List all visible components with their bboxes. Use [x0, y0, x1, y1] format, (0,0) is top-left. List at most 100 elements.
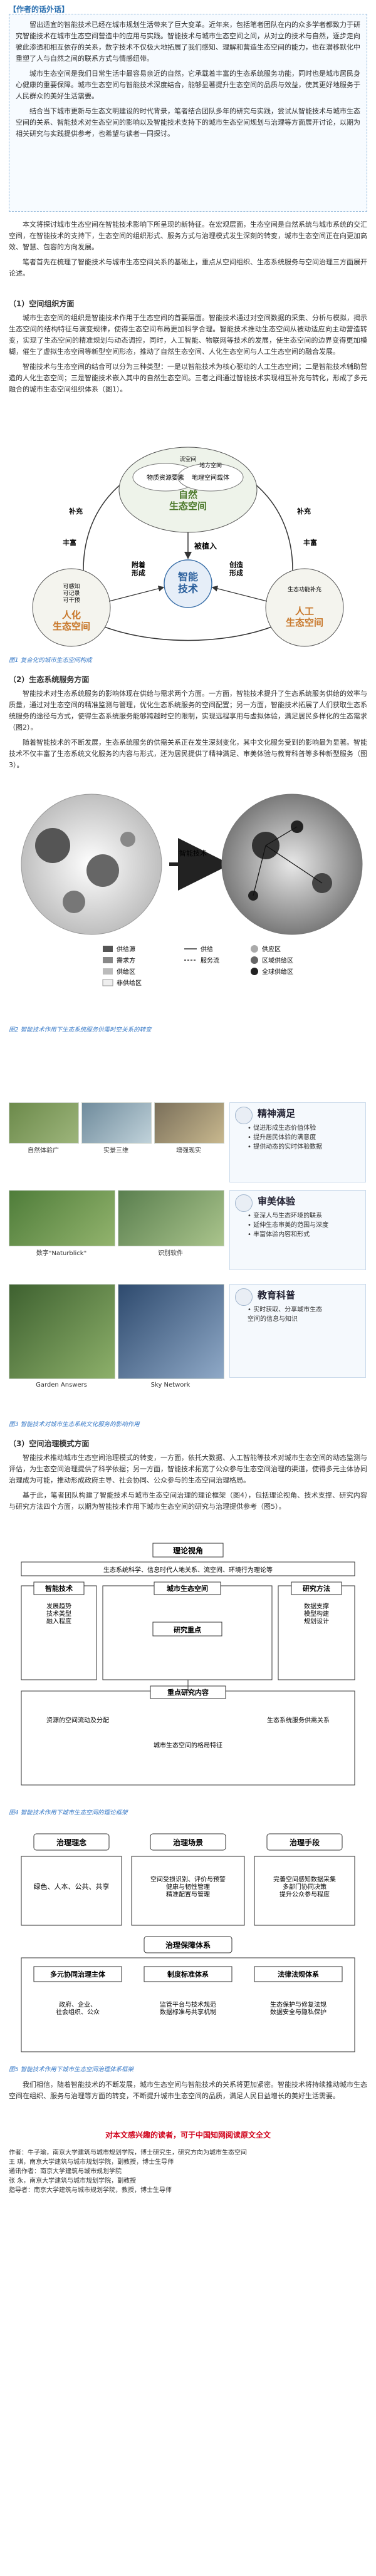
fig5-row-title: 治理理念 [56, 1838, 86, 1847]
author-block: 作者：牛子瑜，南京大学建筑与城市规划学院，博士研究生，研究方向为城市生态空间 王… [9, 2148, 367, 2195]
fig4-row1: 生态系统科学、信息时代人地关系、流空间、环境行为理论等 [103, 1566, 273, 1574]
section-1: （1）空间组织方面 城市生态空间的组织是智能技术作用于生态空间的首要层面。智能技… [9, 294, 367, 399]
figure-3-caption: 图3 智能技术对城市生态系统文化服务的影响作用 [9, 1421, 140, 1428]
fig5-row1-item: 空间受损识别、评价与预警健康与韧性管理精准配置与管理 [150, 1875, 226, 1898]
intro-paragraph: 留出适宜的智能技术已经在城市规划生活带来了巨大变革。近年来，包括笔者团队在内的众… [16, 21, 360, 63]
geo-space-node [177, 463, 244, 492]
section-2: （2）生态系统服务方面 智能技术对生态系统服务的影响体现在供给与需求两个方面。一… [9, 670, 367, 775]
body-paragraph: 本文将探讨城市生态空间在智能技术影响下所呈现的新特征。在宏观层面，生态空间是自然… [9, 220, 367, 251]
figure-2-diagram: 智能技术 供给源 需求方 供给区 非供给区 供给 [21, 794, 363, 987]
fig1-m1: 附着形成 [132, 560, 145, 577]
intro-heading: 【作者的话外话】 [9, 5, 70, 14]
legend-label: 需求方 [117, 956, 135, 965]
photo-identify [118, 1190, 224, 1246]
figure-5-diagram: 治理理念 治理场景 治理手段 绿色、人本、公共、共享 空间受损识别、评价与预警健… [21, 1833, 355, 2052]
author-line: 王 琪，南京大学建筑与城市规划学院，副教授，博士生导师 [9, 2159, 174, 2166]
photo-sky [118, 1284, 224, 1379]
legend-label: 全球供给区 [262, 968, 293, 976]
fig4-bottom-title: 重点研究内容 [167, 1688, 209, 1697]
photo-nature [9, 1102, 79, 1144]
area-left-2 [120, 832, 135, 847]
fig5-row1-item: 完善空间感知数据采集多部门协同决策提升公众参与程度 [273, 1875, 336, 1898]
section-paragraph: 随着智能技术的不断发展，生态系统服务的供需关系正在发生深刻变化，其中文化服务受到… [9, 738, 367, 769]
panel-body: • 变深人与生态环境的联系 • 延伸生态审美的范围与深度 • 丰富体验内容和形式 [248, 1213, 329, 1238]
fig1-right-sub: 生态功能补充 [288, 586, 321, 593]
section-paragraph: 智能技术对生态系统服务的影响体现在供给与需求两个方面。一方面，智能技术提升了生态… [9, 690, 367, 732]
legend-label: 供应区 [262, 945, 281, 953]
fig1-nature-label: 自然生态空间 [169, 489, 207, 512]
fig1-right-big: 人工生态空间 [286, 606, 323, 628]
section-heading: （3）空间治理模式方面 [9, 1439, 90, 1448]
legend-label: 供给源 [117, 945, 135, 953]
fig1-top-sub: 地方空间 [199, 462, 222, 469]
figure-4-caption: 图4 智能技术作用下城市生态空间的理论框架 [9, 1809, 128, 1816]
read-full-note: 对本文感兴趣的读者，可于中国知网阅读原文全文 [105, 2131, 271, 2139]
fig5-row1-item: 绿色、人本、公共、共享 [34, 1882, 110, 1891]
figure-1: 物质资源要素 地理空间载体 地方空间 流空间 自然生态空间 被植入 智能技术 可… [9, 438, 367, 651]
fig2-tech-label: 智能技术 [179, 849, 207, 857]
body-paragraph: 笔者首先在梳理了智能技术与城市生态空间关系的基础上，重点从空间组织、生态系统服务… [9, 258, 367, 277]
intro-paragraph: 结合当下城市更新与生态文明建设的时代背景，笔者结合团队多年的研究与实践，尝试从智… [16, 107, 360, 138]
section-paragraph: 城市生态空间的组织是智能技术作用于生态空间的首要层面。智能技术通过对空间数据的采… [9, 314, 367, 356]
photo-garden [9, 1284, 115, 1379]
panel-icon [235, 1194, 253, 1212]
fig1-r2: 丰富 [303, 538, 317, 547]
panel-body: • 促进形成生态价值体验 • 提升居民体验的满意度 • 提供动态的实时体验数据 [248, 1125, 323, 1151]
humanized-space-circle [32, 568, 111, 647]
author-line: 通讯作者：南京大学建筑与城市规划学院 [9, 2168, 122, 2175]
section-paragraph: 基于此，笔者团队构建了智能技术与城市生态空间治理的理论框架（图4），包括理论视角… [9, 1491, 367, 1511]
fig5-row2-title: 多元协同治理主体 [50, 1970, 106, 1979]
figure-4: 理论视角 生态系统科学、信息时代人地关系、流空间、环境行为理论等 智能技术 发展… [9, 1541, 367, 1804]
figure-2: 智能技术 供给源 需求方 供给区 非供给区 供给 [9, 789, 367, 1021]
section-paragraph: 智能技术与生态空间的结合可以分为三种类型：一是以智能技术为核心驱动的人工生态空间… [9, 363, 367, 393]
panel-aesthetic: 审美体验 • 变深人与生态环境的联系 • 延伸生态审美的范围与深度 • 丰富体验… [229, 1190, 366, 1270]
photo-label: 实景三维 [103, 1147, 128, 1154]
fig5-row2-title: 制度标准体系 [167, 1970, 209, 1979]
figure-1-diagram: 物质资源要素 地理空间载体 地方空间 流空间 自然生态空间 被植入 智能技术 可… [32, 447, 344, 647]
section-heading: （2）生态系统服务方面 [9, 675, 90, 684]
fig1-embed: 被植入 [194, 541, 217, 551]
fig1-m2: 创造形成 [229, 560, 244, 577]
photo-label: Sky Network [150, 1382, 191, 1389]
artificial-space-circle [265, 568, 344, 647]
legend-label: 区域供给区 [262, 956, 293, 965]
panel-spiritual: 精神满足 • 促进形成生态价值体验 • 提升居民体验的满意度 • 提供动态的实时… [229, 1102, 366, 1182]
fig4-b2: 城市生态空间的格局特征 [154, 1741, 222, 1749]
photo-label: 增强现实 [176, 1147, 201, 1154]
fig1-center: 智能技术 [178, 571, 198, 594]
fig1-top-left: 物质资源要素 [147, 473, 184, 482]
author-line: 张 永，南京大学建筑与城市规划学院，副教授 [9, 2178, 137, 2185]
figure-2-caption: 图2 智能技术作用下生态系统服务供需时空关系的转变 [9, 1027, 152, 1033]
fig5-row-title: 治理场景 [173, 1838, 203, 1847]
body-intro: 本文将探讨城市生态空间在智能技术影响下所呈现的新特征。在宏观层面，生态空间是自然… [9, 219, 367, 283]
legend-label: 服务流 [201, 956, 219, 965]
figure-4-diagram: 理论视角 生态系统科学、信息时代人地关系、流空间、环境行为理论等 智能技术 发展… [21, 1543, 355, 1786]
fig1-left-sub: 可感知可记录可干预 [63, 582, 80, 604]
fig4-left-items: 发展趋势技术类型融入程度 [46, 1602, 71, 1625]
fig5-row-title: 治理手段 [290, 1838, 320, 1847]
figure-3: 自然体验广 实景三维 增强现实 数字"Naturblick" 识别软件 Gard… [9, 1102, 367, 1415]
fig4-mid-box: 研究重点 [174, 1625, 201, 1634]
fig1-top-right: 地理空间载体 [192, 473, 229, 482]
fig4-mid-left: 城市生态空间 [167, 1584, 208, 1593]
fig5-row2-title: 法律法规体系 [278, 1970, 319, 1979]
supply-source-left [35, 828, 70, 863]
author-line: 作者：牛子瑜，南京大学建筑与城市规划学院，博士研究生，研究方向为城市生态空间 [9, 2149, 247, 2156]
panel-title: 精神满足 [258, 1108, 296, 1119]
fig4-right-items: 数据支撑模型构建规划设计 [304, 1602, 329, 1625]
panel-title: 审美体验 [258, 1196, 296, 1207]
globe-right [221, 794, 363, 935]
legend-label: 供给 [201, 945, 213, 953]
figure-5: 治理理念 治理场景 治理手段 绿色、人本、公共、共享 空间受损识别、评价与预警健… [9, 1829, 367, 2061]
outro-paragraph: 我们相信，随着智能技术的不断发展，城市生态空间与智能技术的关系将更加紧密。智能技… [9, 2081, 367, 2100]
section-paragraph: 智能技术推动城市生态空间治理模式的转变，一方面，依托大数据、人工智能等技术对城市… [9, 1454, 367, 1484]
figure-5-caption: 图5 智能技术作用下城市生态空间治理体系框架 [9, 2066, 134, 2073]
fig1-r1: 补充 [296, 507, 311, 515]
legend-label: 非供给区 [117, 979, 142, 987]
demand-left [86, 854, 119, 887]
figure-1-caption: 图1 复合化的城市生态空间构成 [9, 657, 92, 664]
panel-body: • 实时获取、分享城市生态 空间的信息与知识 [248, 1306, 323, 1323]
section-3: （3）空间治理模式方面 智能技术推动城市生态空间治理模式的转变，一方面，依托大数… [9, 1434, 367, 1516]
fig4-left-title: 智能技术 [45, 1584, 73, 1593]
